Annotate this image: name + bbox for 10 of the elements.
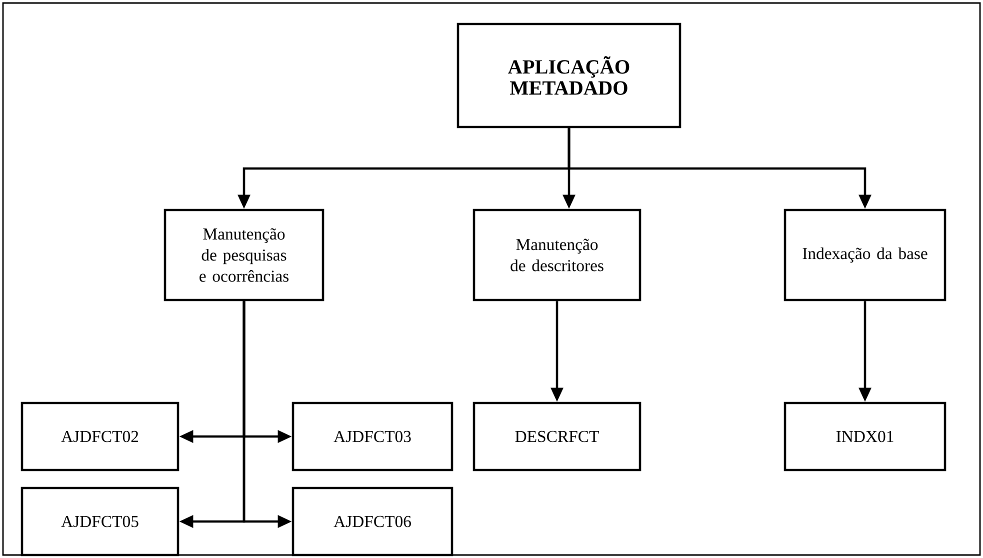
process-box: Manutenção de pesquisas e ocorrências	[164, 208, 324, 302]
process-box: DESCRFCT	[472, 402, 642, 472]
process-box: AJDFCT03	[292, 402, 454, 472]
process-box: Indexação da base	[784, 208, 946, 302]
process-box: Manutenção de descritores	[472, 208, 642, 302]
title-box: APLICAÇÃO METADADO	[456, 22, 682, 128]
process-box: AJDFCT02	[20, 402, 180, 472]
process-box: AJDFCT06	[292, 486, 454, 556]
process-box: INDX01	[784, 402, 946, 472]
process-box: AJDFCT05	[20, 486, 180, 556]
